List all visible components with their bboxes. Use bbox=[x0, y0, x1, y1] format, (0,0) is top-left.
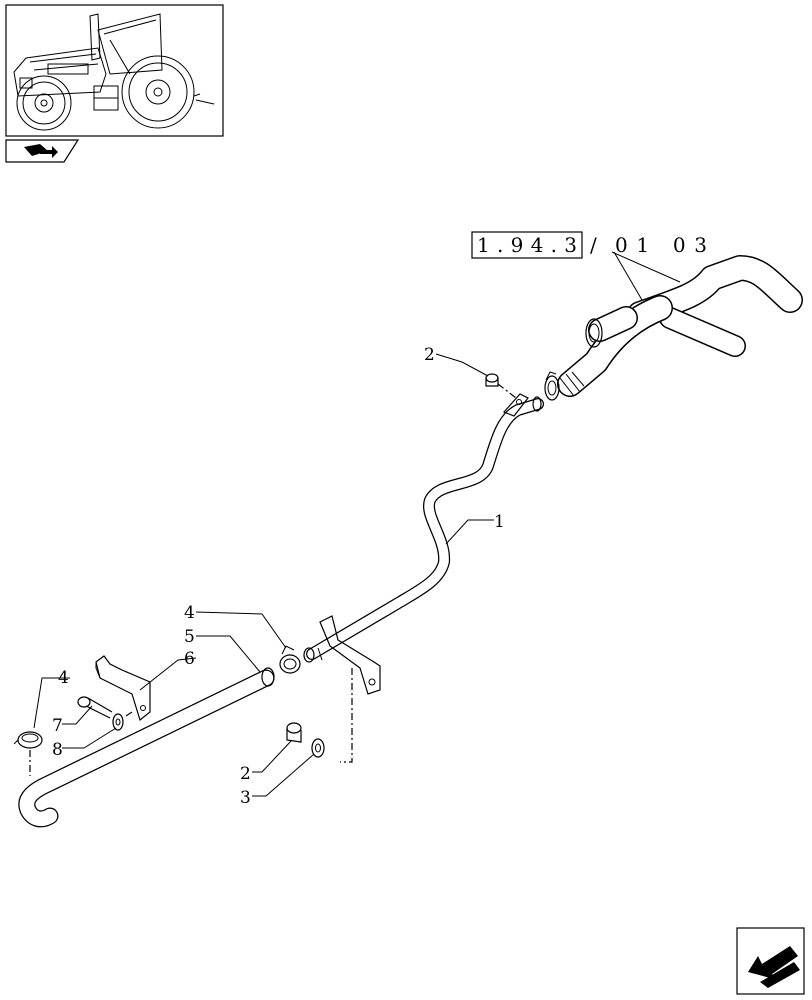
callout-7: 7 bbox=[52, 716, 63, 736]
section-tab bbox=[5, 139, 80, 163]
leader-lines bbox=[33, 353, 494, 797]
washer-part-3 bbox=[311, 738, 325, 758]
upper-bracket bbox=[502, 393, 529, 417]
reference-hose-assembly bbox=[544, 255, 803, 401]
clamp-4-lower bbox=[13, 731, 43, 776]
reference-sheet: 01 03 bbox=[615, 233, 707, 257]
callout-1: 1 bbox=[494, 512, 505, 532]
washer-part-8 bbox=[112, 711, 133, 731]
book-arrow-icon bbox=[24, 144, 58, 158]
callout-4-lower: 4 bbox=[58, 668, 69, 688]
tractor-icon bbox=[5, 4, 224, 137]
next-page-arrow-icon[interactable] bbox=[736, 927, 805, 995]
bolt-2-lower bbox=[286, 722, 302, 743]
callout-labels: 1 2 2 3 4 4 5 6 7 8 bbox=[52, 345, 505, 808]
lower-bracket bbox=[319, 615, 381, 763]
reference-label: 1.94.3 / 01 03 bbox=[471, 231, 707, 259]
callout-5: 5 bbox=[184, 627, 195, 647]
callout-2-lower: 2 bbox=[240, 764, 251, 784]
reference-separator: / bbox=[590, 233, 597, 257]
bolt-part-7 bbox=[77, 696, 113, 719]
callout-4-upper: 4 bbox=[184, 603, 195, 623]
callout-2-upper: 2 bbox=[424, 345, 435, 365]
bracket-part-6 bbox=[95, 655, 151, 722]
callout-6: 6 bbox=[184, 649, 195, 669]
pipe-part-1 bbox=[303, 396, 544, 663]
hose-part-5 bbox=[18, 667, 275, 828]
callout-3: 3 bbox=[240, 788, 251, 808]
bolt-2-upper bbox=[485, 373, 517, 399]
reference-group: 1.94.3 bbox=[477, 233, 577, 257]
callout-8: 8 bbox=[52, 740, 63, 760]
clamp-4-upper bbox=[279, 645, 301, 674]
